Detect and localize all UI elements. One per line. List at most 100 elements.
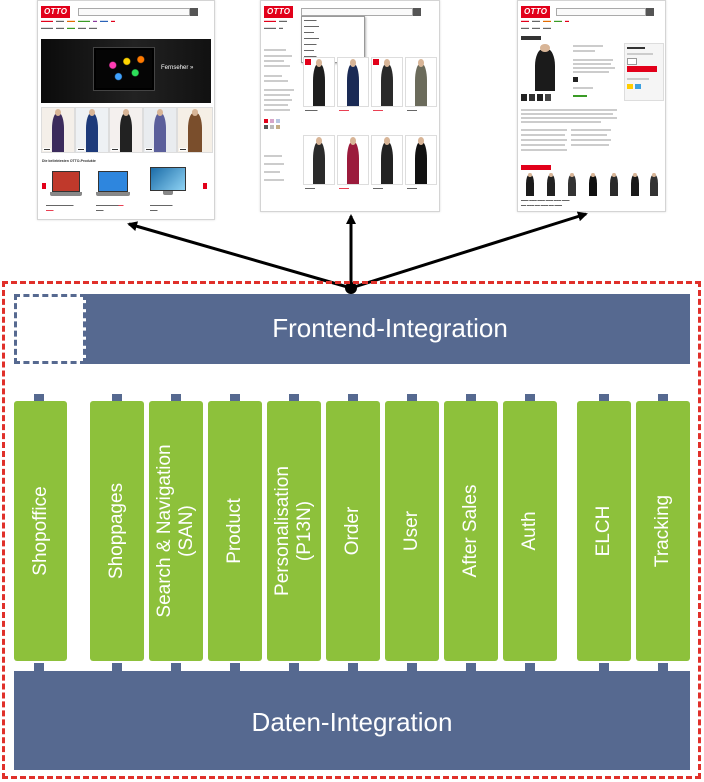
product-text: ▬▬▬	[150, 209, 158, 212]
category-nav-2: ▬▬▬▬▬▬▬▬▬▬▬	[41, 25, 97, 30]
fashion-tile: ▬▬	[143, 107, 177, 153]
frontend-integration-label: Frontend-Integration	[272, 313, 508, 343]
add-to-cart-button	[627, 66, 657, 72]
frontend-integration-bar: Frontend-Integration	[14, 294, 690, 364]
vertical-auth: Auth	[503, 401, 557, 661]
product-detail-screenshot: OTTO ▬▬▬▬▬▬▬▬▬ ▬▬▬▬▬▬	[517, 0, 666, 212]
frontend-placeholder-slot	[14, 294, 86, 364]
filter-sidebar	[264, 47, 298, 197]
connector	[348, 394, 358, 402]
connector	[599, 394, 609, 402]
vertical-shoppages: Shoppages	[90, 401, 144, 661]
connector	[230, 663, 240, 671]
product-text: ▬▬▬	[96, 209, 104, 212]
vertical-elch: ELCH	[577, 401, 631, 661]
vertical-search-navigation: Search & Navigation (SAN)	[149, 401, 203, 661]
buy-box	[624, 43, 664, 101]
carousel-next-icon	[203, 183, 207, 189]
recommendation-tile	[626, 172, 644, 196]
product-tile	[303, 57, 335, 107]
category-nav-2: ▬▬▬▬▬▬	[521, 25, 551, 30]
product-text: ▬▬▬	[46, 209, 54, 212]
connector	[599, 663, 609, 671]
connection-arrows	[127, 211, 588, 294]
hero-label: Fernseher »	[161, 65, 194, 71]
category-nav: ▬▬▬▬▬	[264, 18, 287, 23]
homepage-screenshot: OTTO ▬▬▬▬▬▬▬▬▬▬▬▬▬▬ ▬▬▬▬▬▬▬▬▬▬▬ Fernsehe…	[37, 0, 215, 220]
product-tile	[337, 135, 369, 185]
product-description	[521, 109, 621, 159]
connector	[466, 394, 476, 402]
arrow-to-homepage	[127, 221, 352, 290]
hero-banner: Fernseher »	[41, 39, 211, 103]
laptop-image	[95, 171, 131, 201]
connector	[658, 394, 668, 402]
connector	[289, 663, 299, 671]
product-text: ▬▬▬▬▬▬▬▬▬▬▬	[96, 204, 124, 207]
otto-logo: OTTO	[41, 6, 71, 18]
arrow-to-product-detail	[350, 211, 588, 290]
connector	[112, 394, 122, 402]
connector	[348, 663, 358, 671]
tv-image	[93, 47, 155, 91]
recommendation-tile	[521, 172, 539, 196]
breadcrumb	[521, 36, 541, 40]
product-text: ▬▬▬▬▬▬▬▬▬▬▬	[46, 204, 74, 207]
data-integration-bar: Daten-Integration	[14, 671, 690, 770]
vertical-tracking: Tracking	[636, 401, 690, 661]
data-integration-label: Daten-Integration	[251, 707, 453, 737]
recommendation-tile	[605, 172, 623, 196]
category-nav: ▬▬▬▬▬▬▬▬▬▬▬▬▬▬	[41, 18, 115, 23]
product-thumbnails	[521, 94, 569, 102]
category-nav: ▬▬▬▬▬▬▬▬▬	[521, 18, 569, 23]
vertical-order: Order	[326, 401, 380, 661]
recommendations-header	[521, 165, 551, 170]
otto-logo: OTTO	[264, 6, 294, 18]
product-tile	[371, 135, 403, 185]
connector	[34, 394, 44, 402]
vertical-after-sales: After Sales	[444, 401, 498, 661]
product-tile	[303, 135, 335, 185]
search-icon	[646, 8, 654, 16]
connector	[230, 394, 240, 402]
connector	[171, 663, 181, 671]
arrow-origin-dot	[345, 282, 357, 294]
vertical-shopoffice: Shopoffice	[14, 401, 67, 661]
product-tile	[371, 57, 403, 107]
recommendation-tile	[563, 172, 581, 196]
connector	[289, 394, 299, 402]
connector	[171, 394, 181, 402]
fashion-tile: ▬▬	[41, 107, 75, 153]
search-input	[301, 8, 413, 16]
search-suggestions: ▬▬▬▬▬ ▬▬▬▬▬▬ ▬▬▬▬ ▬▬▬▬▬▬ ▬▬▬▬▬ ▬▬▬▬ ▬▬▬▬…	[301, 16, 365, 63]
connector	[407, 663, 417, 671]
carousel-prev-icon	[42, 183, 46, 189]
shop-header: OTTO ▬▬▬▬▬▬▬▬▬▬▬▬▬▬ ▬▬▬▬▬▬▬▬▬▬▬	[38, 1, 214, 35]
laptop-image	[49, 171, 83, 201]
connector	[466, 663, 476, 671]
sale-badge	[305, 59, 311, 65]
connector	[34, 663, 44, 671]
connector	[658, 663, 668, 671]
product-image	[521, 43, 569, 91]
connector	[525, 663, 535, 671]
recommendation-tile	[542, 172, 560, 196]
fashion-tile: ▬▬	[177, 107, 213, 153]
search-input	[556, 8, 646, 16]
vertical-user: User	[385, 401, 439, 661]
products-heading: Die beliebtesten OTTO-Produkte	[42, 159, 96, 163]
product-tile	[405, 135, 437, 185]
search-results-screenshot: OTTO ▬▬▬▬▬ ▬▬▬▬ ▬▬▬▬▬ ▬▬▬▬▬▬ ▬▬▬▬ ▬▬▬▬▬▬…	[260, 0, 440, 212]
search-input	[78, 8, 190, 16]
search-icon	[190, 8, 198, 16]
connector	[112, 663, 122, 671]
connector	[407, 394, 417, 402]
shop-header: OTTO ▬▬▬▬▬ ▬▬▬▬	[261, 1, 439, 35]
product-tile	[405, 57, 437, 107]
sale-badge	[373, 59, 379, 65]
product-info	[573, 43, 623, 103]
search-icon	[413, 8, 421, 16]
category-nav-2: ▬▬▬▬	[264, 25, 283, 30]
system-boundary	[2, 281, 701, 779]
otto-logo: OTTO	[521, 6, 551, 18]
